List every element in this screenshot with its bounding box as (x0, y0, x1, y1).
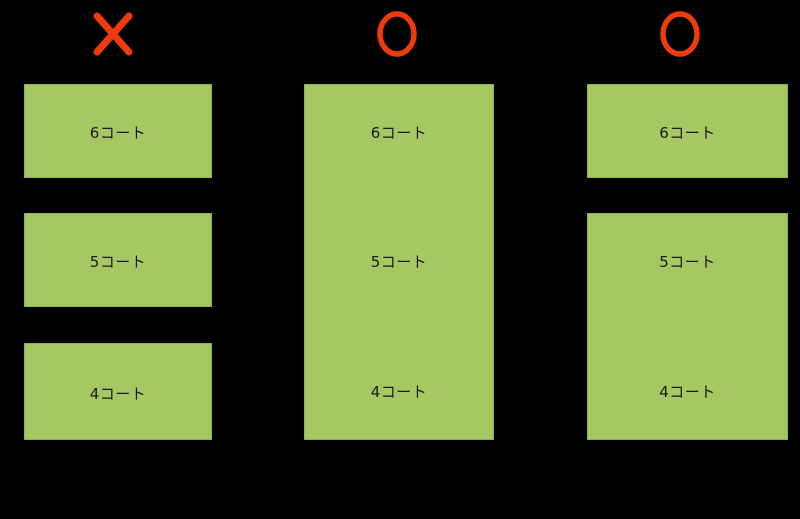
slot-label-5-courts: 5コート (89, 253, 147, 271)
slot-label-6-courts: 6コート (659, 124, 716, 142)
column-2: 6コート 5コート 4コート (304, 84, 494, 442)
column-3: 6コート 5コート 4コート (587, 84, 788, 442)
slot-label-6-courts: 6コート (89, 124, 147, 142)
slot-label-4-courts: 4コート (89, 385, 147, 403)
block-6-courts[interactable]: 6コート (587, 84, 788, 178)
block-merged-5-4-courts[interactable]: 5コート 4コート (587, 213, 788, 440)
column-2-mark-circle (367, 6, 427, 62)
slot-label-6-courts: 6コート (370, 124, 428, 142)
column-3-mark-circle (650, 6, 710, 62)
circle-mark-icon (377, 11, 417, 57)
block-5-courts[interactable]: 5コート (24, 213, 212, 307)
cross-mark-icon (93, 12, 133, 56)
column-1: 6コート 5コート 4コート (24, 84, 212, 442)
slot-label-4-courts: 4コート (659, 383, 716, 401)
slot-label-5-courts: 5コート (370, 253, 428, 271)
circle-mark-icon (660, 11, 700, 57)
block-4-courts[interactable]: 4コート (24, 343, 212, 440)
block-6-courts[interactable]: 6コート (24, 84, 212, 178)
block-merged-6-5-4-courts[interactable]: 6コート 5コート 4コート (304, 84, 494, 440)
slot-label-5-courts: 5コート (659, 253, 716, 271)
column-1-mark-cross (83, 6, 143, 62)
slot-label-4-courts: 4コート (370, 383, 428, 401)
